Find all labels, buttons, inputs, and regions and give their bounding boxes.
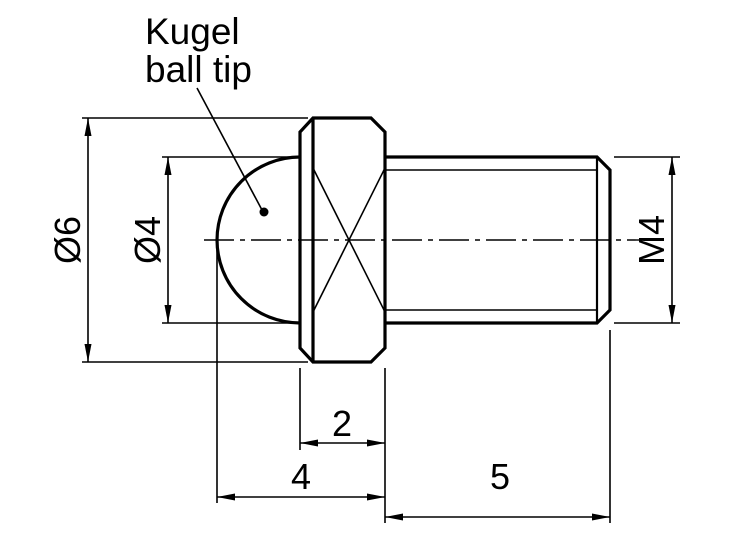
dim-label-ball-section-length: 4: [291, 456, 311, 497]
arrowhead-right: [592, 513, 610, 521]
callout-line2: ball tip: [145, 49, 252, 90]
arrowhead-down: [668, 305, 676, 323]
arrowhead-up: [164, 157, 172, 175]
callout-line1: Kugel: [145, 11, 240, 52]
arrowhead-down: [84, 344, 92, 362]
callout-group: Kugel ball tip: [145, 11, 269, 217]
dim-ball-diameter: Ø4: [127, 156, 296, 324]
arrowhead-left: [385, 513, 403, 521]
arrowhead-down: [164, 305, 172, 323]
part-outline-group: [204, 116, 642, 364]
arrowhead-up: [84, 118, 92, 136]
leader-line: [196, 87, 263, 211]
dim-label-thread-size: M4: [631, 215, 672, 265]
dim-label-flange-diameter: Ø6: [47, 216, 88, 264]
arrowhead-up: [668, 157, 676, 175]
dim-collar-width: 2: [299, 368, 386, 523]
leader-dot: [259, 207, 269, 217]
hex-collar-outline: [298, 116, 387, 364]
dim-thread-length: 5: [385, 330, 611, 523]
dim-ball-section-length: 4: [216, 250, 385, 503]
dim-label-ball-diameter: Ø4: [127, 216, 168, 264]
dim-label-collar-width: 2: [332, 403, 352, 444]
arrowhead-left: [217, 493, 235, 501]
dim-thread-size: M4: [614, 156, 680, 324]
dim-label-thread-length: 5: [490, 456, 510, 497]
arrowhead-right: [367, 493, 385, 501]
dim-flange-diameter: Ø6: [47, 117, 308, 363]
arrowhead-right: [367, 439, 385, 447]
arrowhead-left: [300, 439, 318, 447]
